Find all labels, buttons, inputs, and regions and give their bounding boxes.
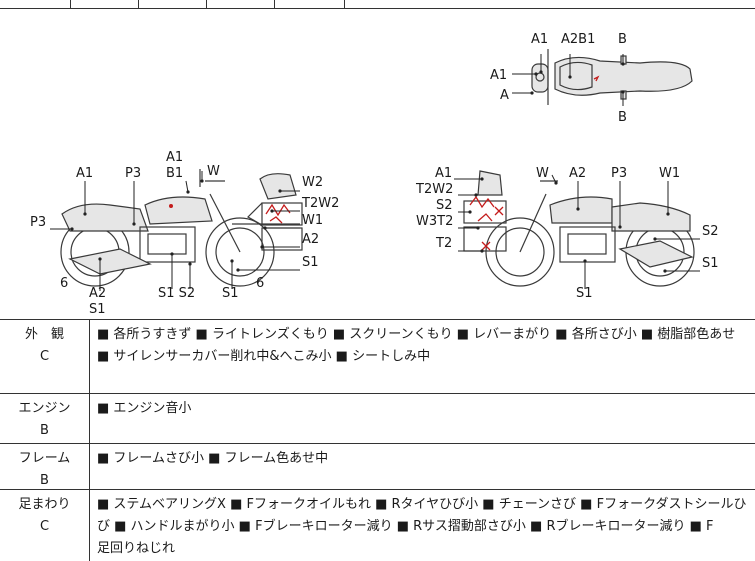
label-left-p3: P3 <box>125 166 141 181</box>
label-left-a2-bottom: A2 <box>89 286 106 301</box>
label-top-a1: A1 <box>531 32 548 47</box>
label-top-b-bottom: B <box>618 110 627 125</box>
condition-notes: ■ フレームさび小 ■ フレーム色あせ中 <box>97 448 749 470</box>
condition-row-engine: エンジン B ■ エンジン音小 <box>0 394 755 444</box>
label-right-w3t2: W3T2 <box>416 214 453 229</box>
label-right-a1: A1 <box>435 166 452 181</box>
left-side-leaders <box>50 171 300 291</box>
label-right-s1-bottom: S1 <box>576 286 593 301</box>
condition-line: ■ エンジン音小 <box>97 401 192 416</box>
condition-line: ■ フレームさび小 ■ フレーム色あせ中 <box>97 451 329 466</box>
label-right-a2: A2 <box>569 166 586 181</box>
condition-row-frame: フレーム B ■ フレームさび小 ■ フレーム色あせ中 <box>0 444 755 490</box>
strip-divider <box>206 0 207 9</box>
label-right-s1-right: S1 <box>702 256 719 271</box>
category-cell: フレーム B <box>0 444 90 489</box>
label-left-a1b1-b1: B1 <box>166 166 183 181</box>
label-top-a: A <box>500 88 509 103</box>
label-left-w: W <box>207 164 220 179</box>
category-cell: 外 観 C <box>0 320 90 393</box>
strip-divider <box>70 0 71 9</box>
label-right-s2-right: S2 <box>702 224 719 239</box>
label-right-w: W <box>536 166 549 181</box>
motorcycle-left-side-view <box>60 169 303 287</box>
category-name: 足まわり <box>18 497 71 512</box>
strip-divider <box>344 0 345 9</box>
condition-table: 外 観 C ■ 各所うすきず ■ ライトレンズくもり ■ スクリーンくもり ■ … <box>0 320 755 561</box>
label-left-w1: W1 <box>302 213 323 228</box>
condition-notes: ■ ステムベアリングX ■ Fフォークオイルもれ ■ Rタイヤひび小 ■ チェー… <box>97 494 749 560</box>
condition-line: ■ ステムベアリングX ■ Fフォークオイルもれ ■ Rタイヤひび小 ■ チェー… <box>97 497 747 512</box>
label-left-t2w2: T2W2 <box>301 196 339 211</box>
label-left-p3-left: P3 <box>30 215 46 230</box>
label-left-a1b1-a1: A1 <box>166 150 183 165</box>
header-table-strip <box>0 0 755 9</box>
label-left-w2: W2 <box>302 175 323 190</box>
condition-line: 足回りねじれ <box>97 541 176 556</box>
motorcycle-right-side-view <box>463 170 695 287</box>
label-right-w1: W1 <box>659 166 680 181</box>
label-left-s1: S1 <box>302 255 319 270</box>
category-grade: B <box>40 423 49 438</box>
category-name: エンジン <box>18 401 71 416</box>
strip-divider <box>138 0 139 9</box>
top-view-leaders <box>512 54 625 106</box>
label-top-a2b1: A2B1 <box>561 32 595 47</box>
category-grade: C <box>39 349 50 364</box>
condition-line: び ■ ハンドルまがり小 ■ Fブレーキローター減り ■ Rサス摺動部さび小 ■… <box>97 519 714 534</box>
label-right-t2: T2 <box>435 236 452 251</box>
category-name: 外 観 <box>24 327 64 342</box>
motorcycle-top-view <box>531 49 693 105</box>
category-cell: 足まわり C <box>0 490 90 561</box>
label-right-p3: P3 <box>611 166 627 181</box>
label-left-s1s2: S1 S2 <box>158 286 195 301</box>
category-grade: B <box>40 473 49 488</box>
label-right-t2w2: T2W2 <box>415 182 453 197</box>
label-right-s2: S2 <box>436 198 453 213</box>
motorcycle-damage-diagram: A1 A2B1 B A1 A B <box>30 32 719 317</box>
category-grade: C <box>39 519 50 534</box>
label-left-6: 6 <box>60 276 68 291</box>
condition-line: ■ 各所うすきず ■ ライトレンズくもり ■ スクリーンくもり ■ レバーまがり… <box>97 327 736 342</box>
condition-row-suspension: 足まわり C ■ ステムベアリングX ■ Fフォークオイルもれ ■ Rタイヤひび… <box>0 490 755 561</box>
condition-notes: ■ エンジン音小 <box>97 398 749 420</box>
damage-diagram-area: A1 A2B1 B A1 A B <box>0 9 755 320</box>
label-top-a1-left: A1 <box>490 68 507 83</box>
label-left-6-mid: 6 <box>256 276 264 291</box>
condition-row-exterior: 外 観 C ■ 各所うすきず ■ ライトレンズくもり ■ スクリーンくもり ■ … <box>0 320 755 394</box>
category-name: フレーム <box>18 451 71 466</box>
label-left-s1-mid: S1 <box>222 286 239 301</box>
category-cell: エンジン B <box>0 394 90 443</box>
condition-line: ■ サイレンサーカバー削れ中&へこみ小 ■ シートしみ中 <box>97 349 431 364</box>
strip-divider <box>274 0 275 9</box>
label-left-a1: A1 <box>76 166 93 181</box>
condition-notes: ■ 各所うすきず ■ ライトレンズくもり ■ スクリーンくもり ■ レバーまがり… <box>97 324 749 368</box>
label-left-s1-bottom: S1 <box>89 302 106 317</box>
right-side-leaders <box>454 174 700 289</box>
label-left-a2: A2 <box>302 232 319 247</box>
label-top-b: B <box>618 32 627 47</box>
